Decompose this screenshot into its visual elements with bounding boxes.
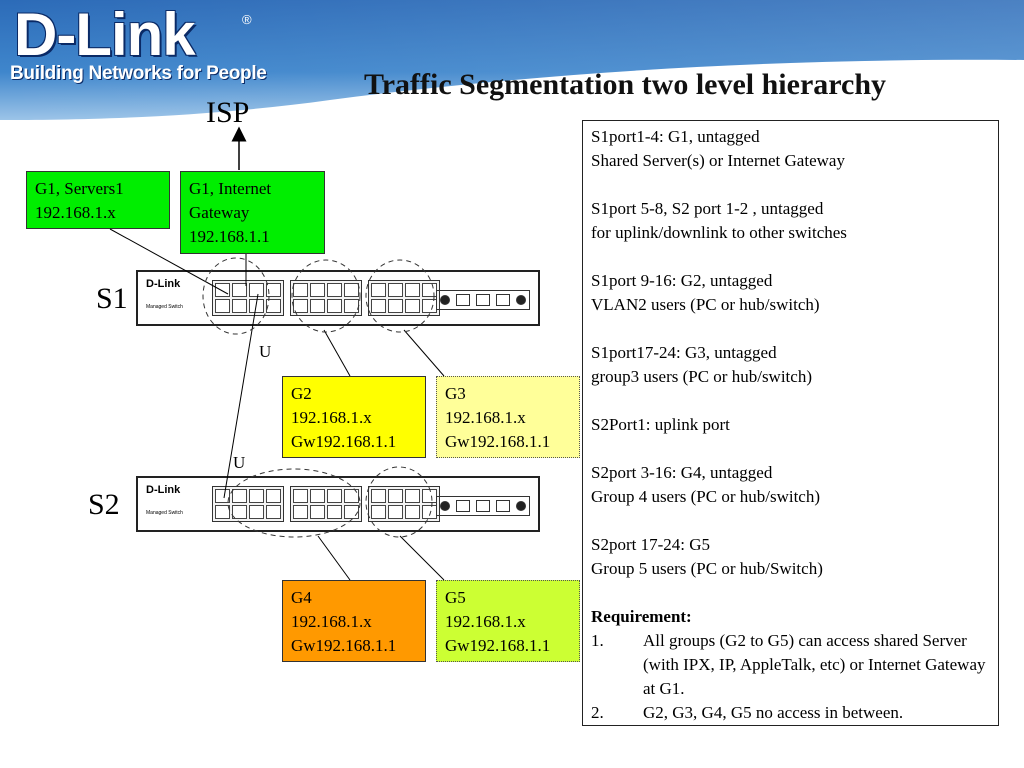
info-spacer: [591, 173, 990, 197]
switch-s1-ports-17-24: [368, 280, 440, 316]
uplink-label-s2: U: [233, 453, 246, 472]
g1-servers-box: G1, Servers1 192.168.1.x: [26, 171, 170, 229]
g3-link: [403, 329, 445, 377]
info-line-1: S1port1-4: G1, untagged: [591, 127, 760, 146]
g3-line3: Gw192.168.1.1: [445, 432, 551, 451]
g1-servers-line1: G1, Servers1: [35, 179, 124, 198]
g4-line3: Gw192.168.1.1: [291, 636, 397, 655]
g3-box: G3 192.168.1.x Gw192.168.1.1: [436, 376, 580, 458]
requirement-1-text: All groups (G2 to G5) can access shared …: [643, 631, 986, 698]
requirement-2-number: 2.: [591, 703, 604, 722]
info-line-12: S2port 17-24: G5: [591, 535, 710, 554]
info-line-7: S1port17-24: G3, untagged: [591, 343, 777, 362]
slide-title: Traffic Segmentation two level hierarchy: [363, 68, 887, 101]
g2-box: G2 192.168.1.x Gw192.168.1.1: [282, 376, 426, 458]
info-spacer: [591, 245, 990, 269]
switch-s2-ports-9-16: [290, 486, 362, 522]
switch-s1-uplink-panel: [436, 290, 530, 310]
info-spacer: [591, 389, 990, 413]
switch-s2-uplink-panel: [436, 496, 530, 516]
uplink-label-s1: U: [259, 342, 272, 361]
switch-s2: D-Link Managed Switch: [136, 476, 540, 532]
requirement-2-text: G2, G3, G4, G5 no access in between.: [643, 703, 904, 722]
info-line-9: S2Port1: uplink port: [591, 415, 730, 434]
info-line-10: S2port 3-16: G4, untagged: [591, 463, 773, 482]
s2-label: S2: [88, 488, 120, 521]
switch-s2-ports-1-8: [212, 486, 284, 522]
info-line-4: for uplink/downlink to other switches: [591, 223, 847, 242]
switch-s2-ports-17-24: [368, 486, 440, 522]
info-spacer: [591, 437, 990, 461]
g1-gateway-line3: 192.168.1.1: [189, 227, 270, 246]
s1-label: S1: [96, 282, 128, 315]
g3-line2: 192.168.1.x: [445, 408, 526, 427]
isp-label: ISP: [206, 96, 250, 129]
requirement-item-1: 1. All groups (G2 to G5) can access shar…: [591, 629, 990, 701]
switch-s1-model: Managed Switch: [146, 304, 183, 310]
g4-line1: G4: [291, 588, 312, 607]
g1-gateway-line2: Gateway: [189, 203, 250, 222]
g5-line1: G5: [445, 588, 466, 607]
switch-s1-ports-1-8: [212, 280, 284, 316]
switch-s1-ports-9-16: [290, 280, 362, 316]
logo-tagline: Building Networks for People: [10, 63, 267, 84]
dlink-logo: D-Link: [14, 1, 196, 68]
g4-box: G4 192.168.1.x Gw192.168.1.1: [282, 580, 426, 662]
info-spacer: [591, 509, 990, 533]
g1-gateway-box: G1, Internet Gateway 192.168.1.1: [180, 171, 325, 254]
info-line-13: Group 5 users (PC or hub/Switch): [591, 559, 823, 578]
g1-gateway-line1: G1, Internet: [189, 179, 272, 198]
g5-line3: Gw192.168.1.1: [445, 636, 551, 655]
requirement-title: Requirement:: [591, 607, 692, 626]
g1-servers-line2: 192.168.1.x: [35, 203, 116, 222]
info-line-5: S1port 9-16: G2, untagged: [591, 271, 773, 290]
header-band: D-Link ® Building Networks for People: [0, 0, 1024, 120]
info-line-8: group3 users (PC or hub/switch): [591, 367, 812, 386]
requirement-item-2: 2. G2, G3, G4, G5 no access in between.: [591, 701, 990, 725]
info-line-2: Shared Server(s) or Internet Gateway: [591, 151, 845, 170]
switch-s2-brand: D-Link: [146, 484, 181, 496]
info-spacer: [591, 581, 990, 605]
g2-link: [323, 329, 351, 377]
info-panel: S1port1-4: G1, untagged Shared Server(s)…: [582, 120, 999, 726]
g2-line1: G2: [291, 384, 312, 403]
g5-line2: 192.168.1.x: [445, 612, 526, 631]
switch-s2-model: Managed Switch: [146, 510, 183, 516]
g5-link: [399, 535, 445, 581]
registered-mark: ®: [242, 12, 252, 27]
requirement-1-number: 1.: [591, 631, 604, 650]
info-line-6: VLAN2 users (PC or hub/switch): [591, 295, 820, 314]
info-spacer: [591, 317, 990, 341]
switch-s1-brand: D-Link: [146, 278, 181, 290]
header-background: [0, 0, 1024, 120]
info-line-11: Group 4 users (PC or hub/switch): [591, 487, 821, 506]
info-line-3: S1port 5-8, S2 port 1-2 , untagged: [591, 199, 824, 218]
g4-line2: 192.168.1.x: [291, 612, 372, 631]
g2-line3: Gw192.168.1.1: [291, 432, 397, 451]
switch-s1: D-Link Managed Switch: [136, 270, 540, 326]
g4-link: [317, 535, 351, 581]
g3-line1: G3: [445, 384, 466, 403]
g5-box: G5 192.168.1.x Gw192.168.1.1: [436, 580, 580, 662]
g2-line2: 192.168.1.x: [291, 408, 372, 427]
